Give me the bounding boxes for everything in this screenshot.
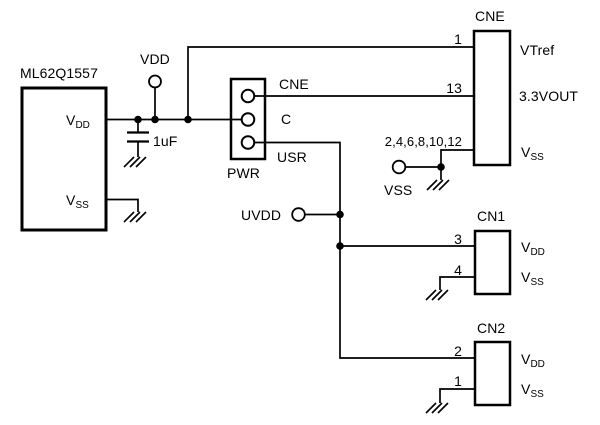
ground-icon-cne-vss: [426, 179, 450, 191]
terminals: [148, 74, 407, 222]
cne-connector-title: CNE: [475, 8, 505, 24]
pwr-pin-c-label: C: [281, 111, 292, 127]
cn1-vss-base: V: [521, 269, 531, 285]
cne-pin1-label: VTref: [520, 42, 555, 58]
ic-pin-vss-sub: SS: [75, 200, 89, 211]
cn1-connector-box: [473, 229, 512, 296]
pwr-connector-title: PWR: [227, 165, 260, 181]
ic-pin-vdd-label: VDD: [66, 112, 90, 131]
cne-vss-base: V: [521, 144, 531, 160]
ground-icon-cn1: [425, 289, 449, 301]
cn2-vdd-sub: DD: [530, 359, 545, 370]
cn2-vdd-base: V: [521, 351, 531, 367]
wire-cn1-pin4-stub: [439, 276, 475, 290]
cn2-pin2-number: 2: [454, 343, 462, 359]
cn2-vss-sub: SS: [530, 389, 544, 400]
junction-dot: [336, 242, 344, 250]
cn1-vss-label: VSS: [521, 269, 544, 288]
wire-ic-vss-to-ground: [106, 198, 139, 212]
capacitor-symbol: [127, 119, 149, 157]
junction-dot: [134, 115, 142, 124]
cn2-vss-label: VSS: [521, 381, 544, 400]
ground-icon-capacitor: [123, 156, 147, 168]
ic-box: [20, 86, 108, 232]
junction-dots: [134, 115, 445, 250]
vss-terminal-circle: [391, 159, 407, 175]
cn1-connector-title: CN1: [477, 208, 506, 224]
capacitor-value-label: 1uF: [153, 133, 178, 149]
cne-vss-pin-numbers: 2,4,6,8,10,12: [384, 134, 462, 149]
pwr-pin-cne-label: CNE: [279, 76, 309, 92]
ic-pin-vdd-sub: DD: [75, 120, 90, 131]
cn1-pin3-number: 3: [454, 231, 462, 247]
vdd-terminal-label: VDD: [140, 51, 170, 67]
ground-icon-cn2: [425, 402, 449, 414]
cn1-vdd-base: V: [521, 239, 531, 255]
vss-terminal-label: VSS: [384, 182, 413, 198]
junction-dot: [184, 115, 192, 124]
pwr-pin-circle-cne: [240, 88, 256, 104]
cne-pin1-number: 1: [454, 31, 462, 47]
cn2-vdd-label: VDD: [521, 351, 545, 370]
cne-pin13-number: 13: [446, 80, 462, 96]
cn1-vdd-label: VDD: [521, 239, 545, 258]
wire-cn2-pin1-stub: [439, 388, 475, 403]
uvdd-label: UVDD: [241, 207, 282, 223]
cn1-vss-sub: SS: [530, 277, 544, 288]
pwr-pin-usr-label: USR: [277, 149, 307, 165]
wire-rail-to-cne-pin1: [187, 46, 474, 120]
cn1-pin4-number: 4: [454, 262, 462, 278]
vdd-terminal-circle: [148, 74, 162, 89]
ground-symbols: [123, 156, 450, 414]
uvdd-terminal-circle: [291, 207, 306, 222]
capacitor-plates: [127, 131, 149, 143]
wire-pwr-usr-bus: [248, 141, 475, 359]
ic-pin-vss-base: V: [66, 192, 76, 208]
cn2-connector-title: CN2: [477, 320, 506, 336]
cne-connector-box: [472, 29, 512, 167]
ic-title: ML62Q1557: [20, 65, 98, 81]
ground-icon-ic-vss: [123, 211, 147, 223]
cn2-vss-base: V: [521, 381, 531, 397]
pwr-pin-circle-usr: [240, 135, 256, 150]
cne-pin13-label: 3.3VOUT: [519, 88, 579, 104]
ic-pin-vss-label: VSS: [66, 192, 89, 211]
cn1-vdd-sub: DD: [530, 247, 545, 258]
pwr-pin-circle-c: [240, 112, 256, 127]
cn2-pin1-number: 1: [454, 373, 462, 389]
ic-pin-vdd-base: V: [66, 112, 76, 128]
cne-vss-sub: SS: [530, 152, 544, 163]
junction-dot: [437, 163, 445, 171]
junction-dot: [151, 115, 159, 124]
wires: [106, 46, 475, 403]
component-boxes: [20, 29, 512, 407]
junction-dot: [336, 210, 344, 219]
wire-cne-vss-stub: [440, 149, 474, 167]
cne-vss-label: VSS: [521, 144, 544, 163]
cn2-connector-box: [473, 340, 512, 407]
